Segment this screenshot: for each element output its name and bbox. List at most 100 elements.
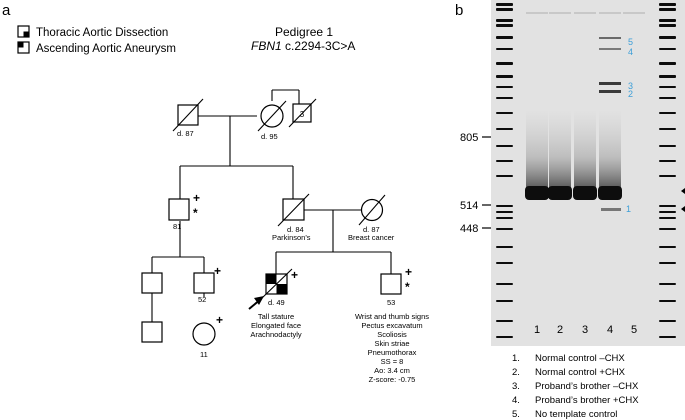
ladder-band	[659, 19, 676, 22]
ladder-band	[496, 175, 513, 177]
legend-dissection-symbol	[17, 25, 30, 38]
ladder-band	[496, 19, 513, 22]
lane-key-num-5: 5.	[512, 409, 520, 420]
ladder-left-lane	[496, 3, 513, 338]
grandfather-death: d. 87	[177, 129, 194, 138]
band-label-1: 1	[626, 204, 631, 214]
main-band-514	[548, 186, 572, 200]
proband	[260, 268, 293, 300]
ladder-band	[496, 36, 513, 39]
cousin-2-child-age: 11	[200, 350, 208, 359]
well-band	[574, 12, 596, 14]
brother	[380, 273, 402, 295]
proband-feature: Arachnodactyly	[250, 330, 302, 339]
lane-key-num-2: 2.	[512, 367, 520, 378]
lane-key: 1. Normal control –CHX 2. Normal control…	[512, 353, 639, 420]
proband-arrow-icon	[248, 296, 264, 310]
ladder-band	[659, 217, 676, 219]
ladder-band	[659, 300, 676, 302]
proband-feature: Tall stature	[258, 312, 294, 321]
brother-feature: Wrist and thumb signs	[355, 312, 429, 321]
lane-number-1: 1	[534, 324, 540, 336]
brother-feature: Scoliosis	[377, 330, 407, 339]
ladder-band	[659, 211, 676, 213]
ladder-band	[496, 97, 513, 99]
size-marker-448: 448	[460, 223, 478, 235]
ladder-band	[496, 320, 513, 322]
ladder-band	[496, 211, 513, 213]
well-band	[623, 12, 645, 14]
brother-star: *	[405, 280, 410, 294]
proband-death: d. 49	[268, 298, 285, 307]
main-band-514	[525, 186, 549, 200]
well-band	[599, 12, 621, 14]
lane-number-2: 2	[557, 324, 563, 336]
ladder-band	[659, 24, 676, 27]
legend-aneurysm-symbol	[17, 41, 30, 54]
uncle-star: *	[193, 206, 198, 220]
band-4	[599, 48, 621, 50]
ladder-band	[659, 75, 676, 78]
main-band-514	[598, 186, 622, 200]
ladder-band	[496, 3, 513, 6]
band-1	[601, 208, 621, 211]
brother-features: Wrist and thumb signs Pectus excavatum S…	[355, 312, 429, 384]
brother-feature: Skin striae	[374, 339, 409, 348]
cousin-2	[193, 272, 215, 294]
lane-key-num-4: 4.	[512, 395, 520, 406]
lane-key-text-1: Normal control –CHX	[535, 353, 625, 364]
lane-key-text-2: Normal control +CHX	[535, 367, 626, 378]
brother-feature: Z-score: -0.75	[369, 375, 416, 384]
band-5	[599, 37, 621, 39]
band-3	[599, 82, 621, 85]
proband-plus: +	[291, 268, 298, 282]
proband-feature: Elongated face	[251, 321, 301, 330]
band-label-3: 3	[628, 81, 633, 91]
ladder-band	[659, 3, 676, 6]
cousin-1-child	[141, 321, 163, 343]
uncle	[168, 198, 190, 221]
brother-feature: Pneumothorax	[368, 348, 417, 357]
ladder-band	[659, 62, 676, 65]
ladder-band	[659, 175, 676, 177]
ladder-band	[496, 217, 513, 219]
pedigree-lines	[151, 89, 392, 322]
ladder-band	[659, 160, 676, 162]
ladder-band	[496, 336, 513, 338]
ladder-band	[659, 128, 676, 130]
grandfather	[172, 98, 204, 132]
size-marker-805: 805	[460, 132, 478, 144]
mother-diagnosis: Breast cancer	[348, 233, 395, 242]
lane-number-4: 4	[607, 324, 613, 336]
ladder-band	[496, 128, 513, 130]
grandmother	[257, 100, 287, 132]
band-2	[599, 90, 621, 93]
grandmother-siblings-count: 3	[300, 110, 305, 119]
ladder-band	[659, 205, 676, 207]
mother	[358, 194, 386, 226]
lane-key-num-1: 1.	[512, 353, 520, 364]
lane-number-3: 3	[582, 324, 588, 336]
lane-number-5: 5	[631, 324, 637, 336]
cousin-2-child	[192, 322, 216, 346]
lane-smear	[549, 110, 571, 188]
legend-aneurysm-label: Ascending Aortic Aneurysm	[36, 43, 176, 55]
gel-image	[491, 0, 685, 346]
uncle-age: 81	[173, 222, 181, 231]
proband-features: Tall stature Elongated face Arachnodacty…	[250, 312, 302, 339]
ladder-band	[496, 262, 513, 264]
band-label-2: 2	[628, 89, 633, 99]
sample-lanes	[525, 12, 645, 211]
lane-smear	[526, 110, 548, 188]
father-diagnosis: Parkinson's	[272, 233, 311, 242]
ladder-band	[496, 86, 513, 88]
lane-smear	[599, 110, 621, 188]
cousin-1	[141, 272, 163, 294]
father	[277, 193, 310, 227]
ladder-band	[496, 300, 513, 302]
pedigree-variant: FBN1 c.2294-3C>A	[251, 39, 355, 53]
mother-death: d. 87	[363, 225, 380, 234]
lane-smear	[574, 110, 596, 188]
ladder-band	[659, 8, 676, 11]
